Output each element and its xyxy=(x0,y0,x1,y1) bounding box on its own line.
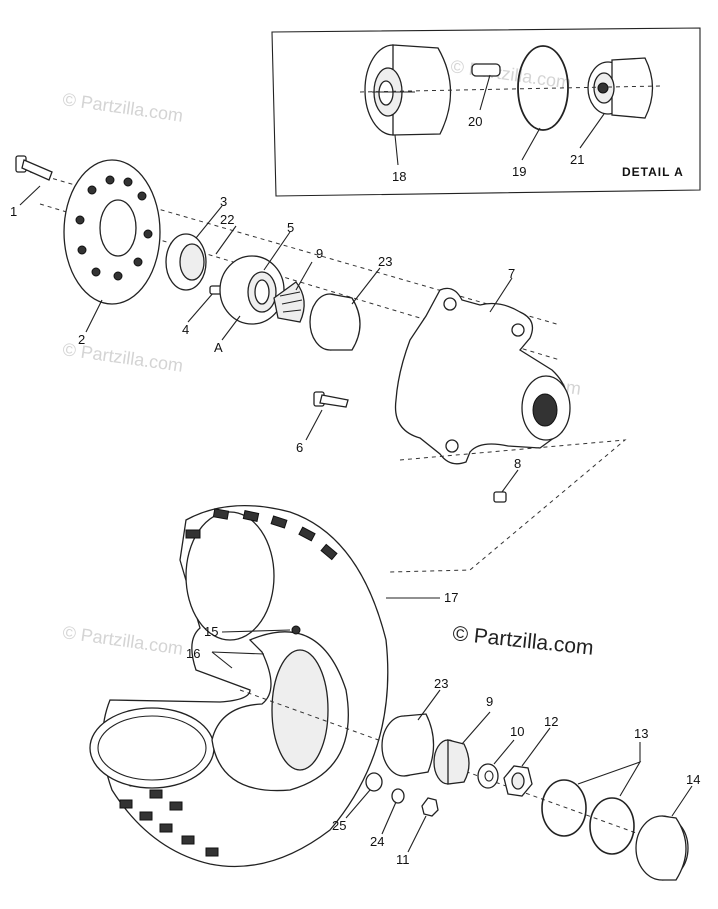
callout-12: 12 xyxy=(544,714,558,729)
callout-9-lower: 9 xyxy=(486,694,493,709)
valve-part-15 xyxy=(291,625,301,635)
detail-a-box: 18 20 19 21 DETAIL A xyxy=(271,27,701,197)
callout-20: 20 xyxy=(468,114,482,129)
callout-23-lower: 23 xyxy=(434,676,448,691)
bolt-part-6 xyxy=(313,391,349,408)
bearing-part-9-upper xyxy=(273,281,305,323)
tube-ring xyxy=(89,707,215,789)
bolt-part-1 xyxy=(15,155,53,181)
ring-part-13-b xyxy=(589,797,635,855)
callout-22: 22 xyxy=(220,212,234,227)
ring-part-13-a xyxy=(541,779,587,837)
callout-2: 2 xyxy=(78,332,85,347)
callout-24: 24 xyxy=(370,834,384,849)
watermark-low-left: © Partzilla.com xyxy=(61,622,184,659)
callout-17: 17 xyxy=(444,590,458,605)
washer-part-25 xyxy=(365,772,383,792)
callout-6: 6 xyxy=(296,440,303,455)
callout-8: 8 xyxy=(514,456,521,471)
washer-part-24 xyxy=(391,788,405,804)
watermark-top-right: © Partzilla.com xyxy=(449,56,572,93)
detail-hub-housing xyxy=(364,44,452,136)
nut-part-11 xyxy=(421,797,439,817)
callout-3: 3 xyxy=(220,194,227,209)
callout-13: 13 xyxy=(634,726,648,741)
race-part-23-lower xyxy=(381,713,435,777)
detail-a-label: DETAIL A xyxy=(622,165,684,179)
race-part-23-upper xyxy=(309,293,361,351)
callout-14: 14 xyxy=(686,772,700,787)
callout-11: 11 xyxy=(396,852,410,867)
callout-25: 25 xyxy=(332,818,346,833)
cap-part-14 xyxy=(635,815,689,881)
callout-19: 19 xyxy=(512,164,526,179)
callout-9-upper: 9 xyxy=(316,246,323,261)
seal-part-3 xyxy=(165,233,207,291)
zerk-part-8 xyxy=(493,491,507,503)
callout-16: 16 xyxy=(186,646,200,661)
bearing-part-9-lower xyxy=(433,739,470,785)
knuckle-part-7 xyxy=(394,287,571,465)
callout-1: 1 xyxy=(10,204,17,219)
callout-7: 7 xyxy=(508,266,515,281)
callout-15: 15 xyxy=(204,624,218,639)
copyright-text: © Partzilla.com xyxy=(451,622,594,660)
watermark-top-left: © Partzilla.com xyxy=(61,89,184,126)
hub-part-5 xyxy=(219,255,285,325)
callout-4: 4 xyxy=(182,322,189,337)
nut-part-12 xyxy=(503,765,533,797)
callout-21: 21 xyxy=(570,152,584,167)
callout-18: 18 xyxy=(392,169,406,184)
hub-assembly: 1 2 3 22 4 xyxy=(10,155,627,573)
wheel-assembly: 17 16 15 23 9 xyxy=(89,505,700,881)
rim-part-16 xyxy=(211,631,349,792)
brake-disc-part-2 xyxy=(63,159,161,305)
callout-10: 10 xyxy=(510,724,524,739)
detail-pin xyxy=(471,63,501,77)
callout-A: A xyxy=(214,340,223,355)
callout-5: 5 xyxy=(287,220,294,235)
callout-23-upper: 23 xyxy=(378,254,392,269)
detail-drive-assembly xyxy=(587,57,654,119)
washer-part-10 xyxy=(477,763,499,789)
